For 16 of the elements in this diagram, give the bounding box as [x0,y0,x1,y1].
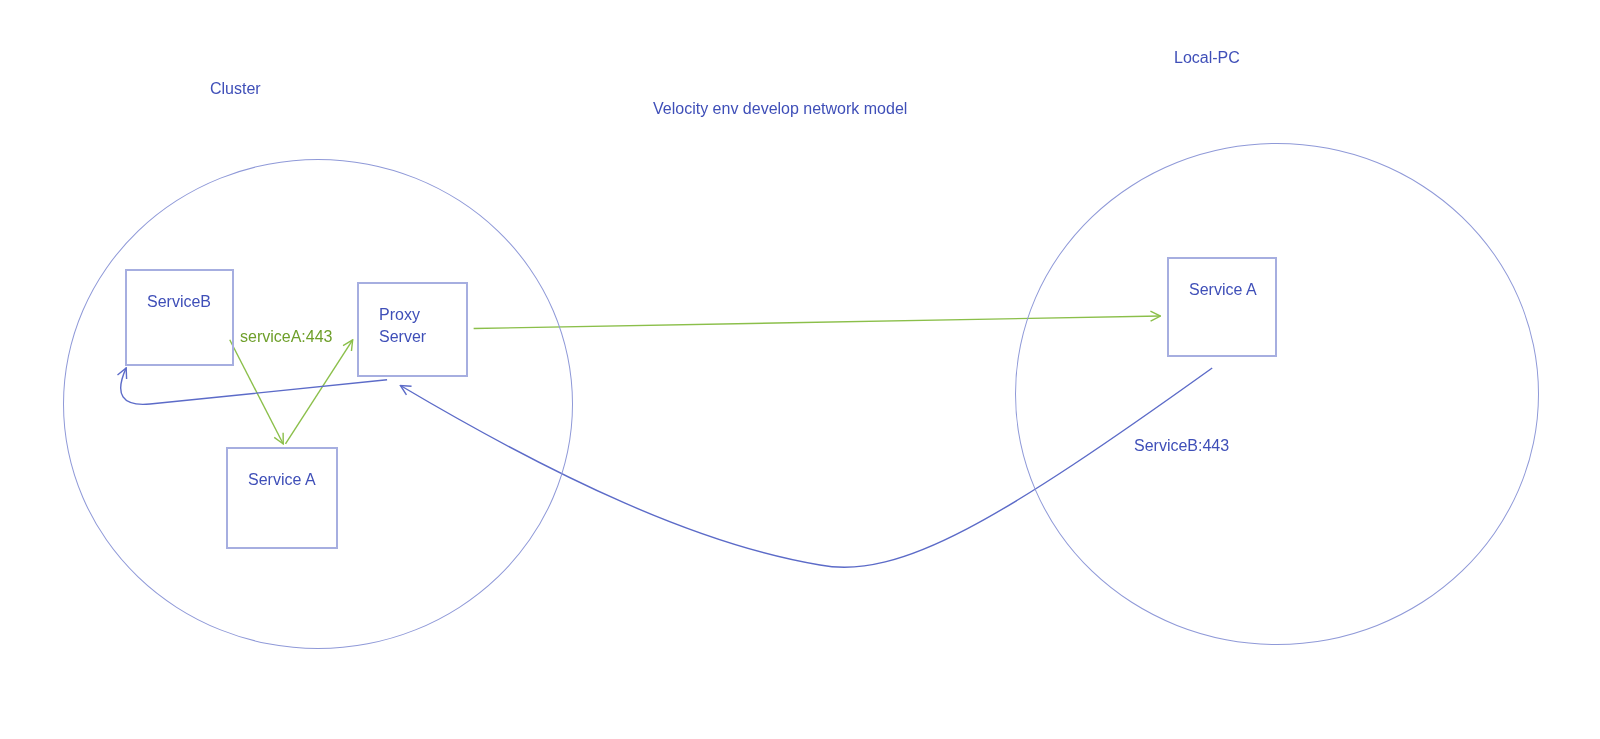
arrow [399,367,1213,568]
service-box [125,269,234,366]
service-box [1167,257,1277,357]
group-heading: Cluster [210,79,261,99]
box-label: ServiceB [147,292,213,312]
group-heading: Local-PC [1174,48,1240,68]
box-label: Service A [1189,280,1258,300]
diagram-title: Velocity env develop network model [653,100,908,118]
service-box [226,447,338,549]
arrow [117,367,388,406]
arrow [472,310,1162,330]
service-box [357,282,468,377]
box-label: Proxy Server [379,305,428,347]
arrow [229,339,284,445]
box-label: Service A [248,470,317,490]
arrow [284,339,354,445]
